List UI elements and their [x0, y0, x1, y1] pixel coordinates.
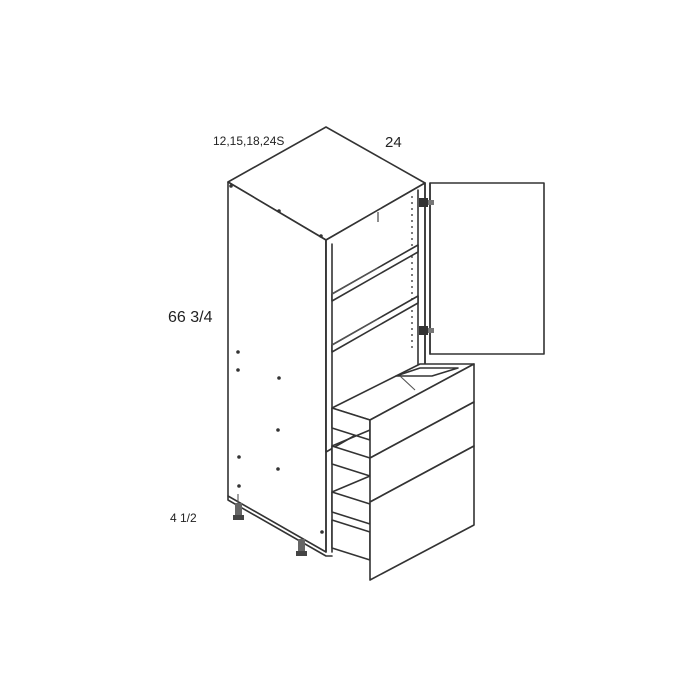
drawer-front-bottom — [369, 445, 475, 581]
side-panel-holes — [229, 184, 324, 534]
leveling-legs — [233, 503, 307, 556]
drawer-boxes — [331, 363, 475, 561]
height-label: 66 3/4 — [168, 309, 213, 326]
shelves — [331, 244, 419, 353]
cabinet-door — [429, 182, 545, 355]
door-hinges — [419, 198, 434, 335]
widths-label: 12,15,18,24S — [213, 134, 284, 148]
drawer-fronts — [369, 363, 475, 581]
toe-kick-label: 4 1/2 — [170, 511, 197, 525]
depth-label: 24 — [385, 134, 402, 151]
cabinet-side-panel — [227, 181, 327, 553]
